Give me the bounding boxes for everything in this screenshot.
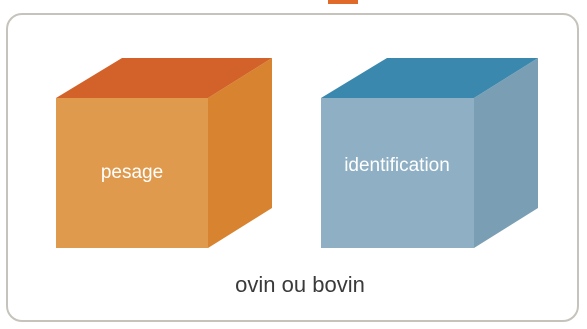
cube-identification-front [321,98,474,248]
cube-pesage-label: pesage [101,162,163,183]
cube-pesage-top [56,58,272,98]
cube-identification-label: identification [344,155,450,176]
cube-identification-top [321,58,538,98]
cube-pesage-side [208,58,272,248]
cube-pesage-front [56,98,208,248]
diagram-caption: ovin ou bovin [235,272,365,297]
cube-pesage: pesage [56,58,272,248]
top-accent-bar [328,0,358,4]
cube-identification-side [474,58,538,248]
cube-identification: identification [321,58,538,248]
